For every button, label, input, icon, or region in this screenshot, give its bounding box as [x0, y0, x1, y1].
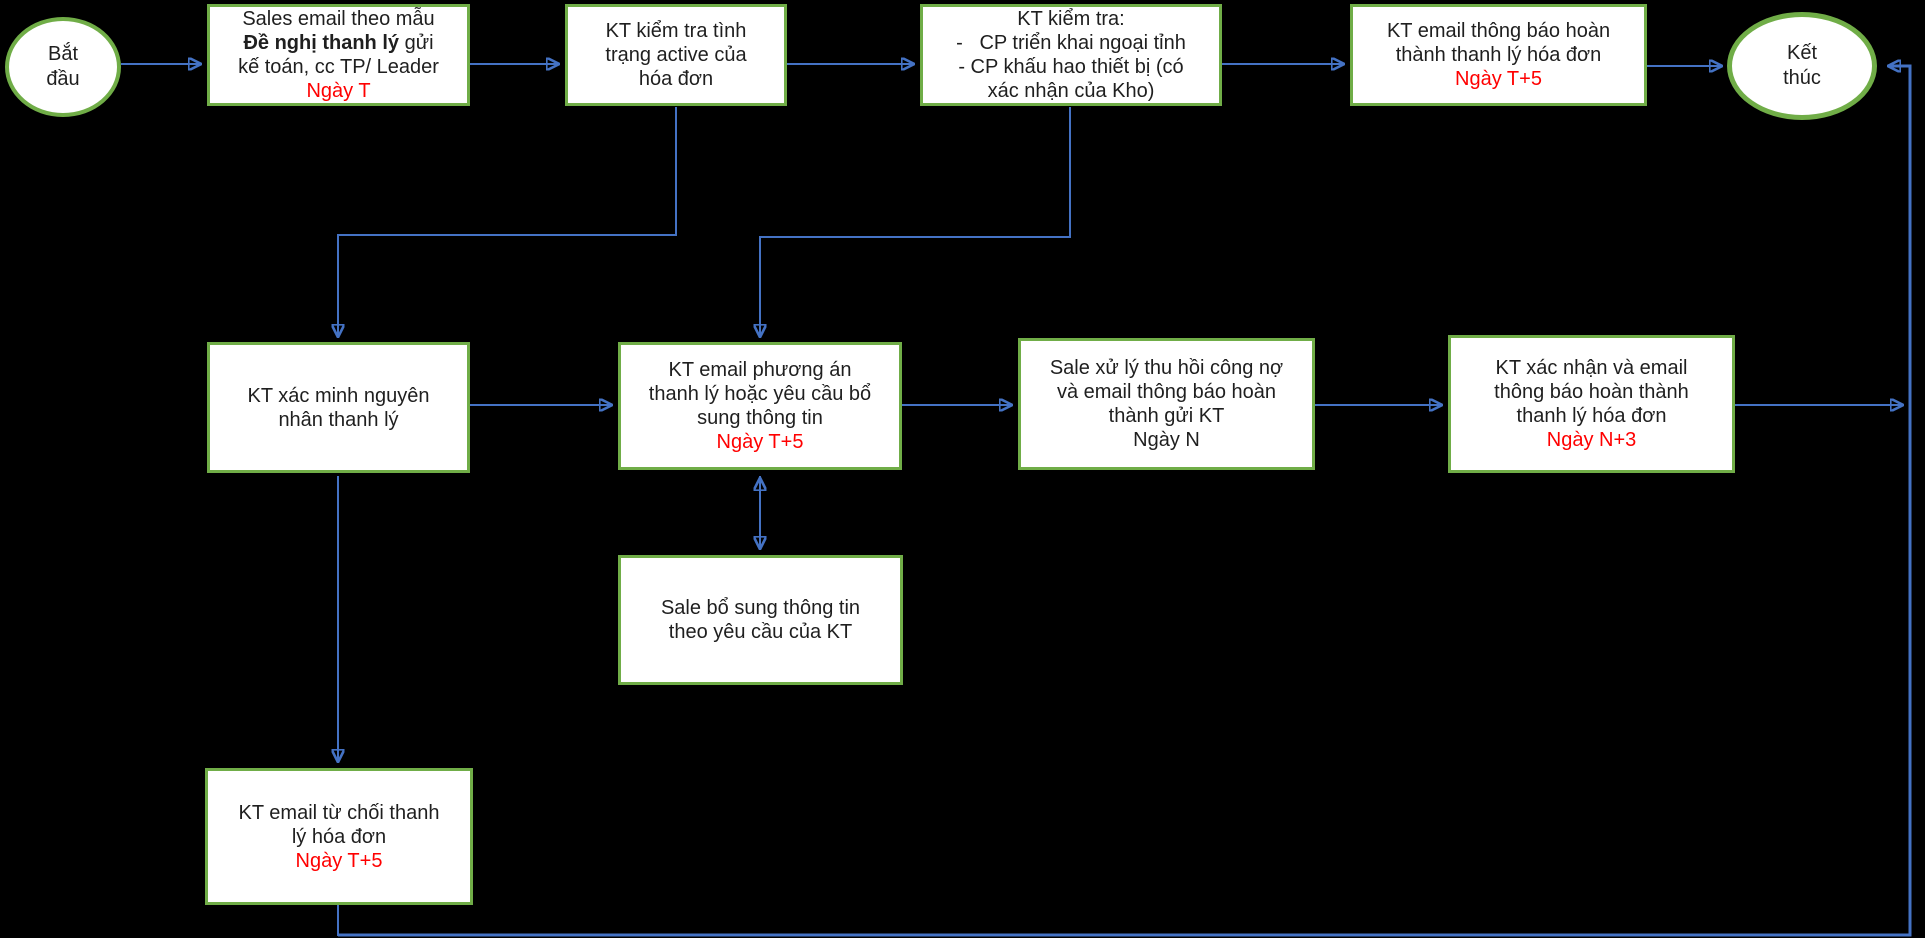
date-label: Ngày N+3	[1546, 429, 1637, 451]
node-text-line: nhân thanh lý	[278, 408, 399, 431]
node-text-line: KT email từ chối thanh	[238, 801, 440, 824]
node-text-line: thành gửi KT	[1108, 405, 1225, 427]
node-text-rest: gửi	[399, 32, 434, 54]
node-text-line: KT kiểm tra:	[1017, 8, 1125, 30]
terminator-label: thúc	[1783, 67, 1821, 89]
node-text-line: KT email phương án	[668, 359, 852, 381]
node-text-line: thanh lý hoặc yêu cầu bổ	[648, 383, 872, 405]
terminator-label: đầu	[46, 68, 80, 90]
node-text-line: hóa đơn	[638, 68, 714, 90]
connector-merge-line-to-end	[338, 66, 1912, 937]
start-terminator: Bắt đầu	[5, 17, 121, 117]
node-text-line: - CP khấu hao thiết bị (có	[958, 56, 1184, 78]
node-check-invoice-active: KT kiểm tra tình trạng active của hóa đơ…	[565, 4, 787, 106]
date-label: Ngày T+5	[295, 849, 383, 872]
node-sale-recover-debt: Sale xử lý thu hồi công nợ và email thôn…	[1018, 338, 1315, 470]
node-text-line: - CP triển khai ngoại tỉnh	[956, 32, 1186, 54]
node-text-line: và email thông báo hoàn	[1056, 381, 1277, 403]
terminator-label: Bắt	[47, 43, 79, 65]
node-text-line: kế toán, cc TP/ Leader	[238, 56, 439, 78]
node-text-line: Sale xử lý thu hồi công nợ	[1049, 357, 1284, 379]
node-text-line: sung thông tin	[697, 407, 823, 429]
node-text-line: Ngày N	[1133, 429, 1200, 451]
connector-check-active-to-verify-reason	[338, 107, 677, 336]
date-label: Ngày T	[306, 80, 371, 102]
node-check-costs: KT kiểm tra: - CP triển khai ngoại tỉnh …	[920, 4, 1222, 106]
node-verify-liquidation-reason: KT xác minh nguyên nhân thanh lý	[207, 342, 470, 473]
node-text-line: thanh lý hóa đơn	[1516, 405, 1667, 427]
node-email-liquidation-plan: KT email phương án thanh lý hoặc yêu cầu…	[618, 342, 902, 470]
node-text-line: Sale bổ sung thông tin	[660, 597, 861, 619]
node-text-line: Sales email theo mẫu	[242, 8, 435, 30]
node-text-line: KT email thông báo hoàn	[1386, 20, 1611, 42]
connector-check-costs-to-email-plan	[760, 107, 1071, 336]
node-text-bold: Đề nghị thanh lý	[243, 32, 400, 54]
node-text-line: thành thanh lý hóa đơn	[1395, 44, 1602, 66]
node-text-line: thông báo hoàn thành	[1494, 381, 1689, 403]
node-text-line: Đề nghị thanh lý gửi	[243, 31, 433, 55]
node-text-line: trạng active của	[605, 44, 747, 66]
date-label: Ngày T+5	[716, 431, 804, 453]
date-label: Ngày T+5	[1455, 68, 1542, 90]
node-confirm-complete-liquidation: KT xác nhận và email thông báo hoàn thàn…	[1448, 335, 1735, 473]
end-terminator: Kết thúc	[1727, 12, 1877, 120]
terminator-label: Kết	[1786, 42, 1818, 64]
node-sale-supplement-info: Sale bổ sung thông tin theo yêu cầu của …	[618, 555, 903, 685]
node-sales-email-request: Sales email theo mẫu Đề nghị thanh lý gử…	[207, 4, 470, 106]
node-email-complete-liquidation: KT email thông báo hoàn thành thanh lý h…	[1350, 4, 1647, 106]
node-text-line: xác nhận của Kho)	[987, 80, 1155, 102]
node-text-line: theo yêu cầu của KT	[668, 621, 853, 643]
node-text-line: KT kiểm tra tình	[605, 20, 747, 42]
node-text-line: KT xác minh nguyên	[247, 384, 430, 407]
node-email-reject-liquidation: KT email từ chối thanh lý hóa đơn Ngày T…	[205, 768, 473, 905]
node-text-line: lý hóa đơn	[291, 825, 387, 848]
node-text-line: KT xác nhận và email	[1495, 357, 1688, 379]
